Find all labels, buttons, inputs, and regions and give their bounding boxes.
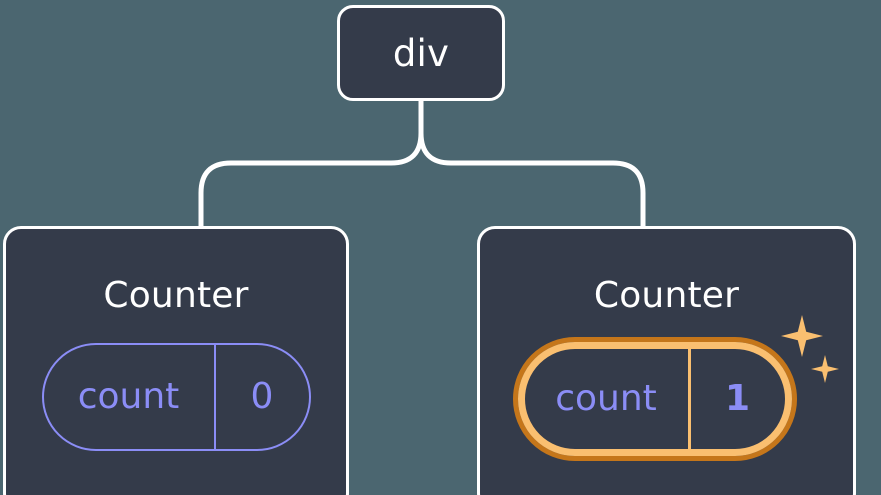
state-pill-right-ring: count 1 [512,337,797,461]
state-value-left: 0 [250,376,274,417]
state-pill-left[interactable]: count 0 [41,343,311,451]
node-div[interactable]: div [337,5,505,101]
state-value-right: 1 [724,378,751,419]
node-counter-left[interactable]: Counter count 0 [3,226,349,495]
node-counter-left-title: Counter [103,275,249,316]
sparkle-icon-small [811,355,839,383]
sparkles-group [777,315,843,401]
state-pill-right-wrapper: count 1 [480,315,853,461]
node-div-label: div [392,31,450,75]
state-pill-left-wrapper: count 0 [41,343,311,451]
connector-left [198,98,424,229]
sparkle-icon-large [781,315,823,357]
connector-right [418,98,646,229]
node-counter-right[interactable]: Counter count 1 [477,226,856,495]
state-key-right: count [525,349,691,449]
state-pill-right[interactable]: count 1 [517,342,792,456]
node-counter-right-title: Counter [593,275,740,316]
state-key-left: count [44,345,216,449]
